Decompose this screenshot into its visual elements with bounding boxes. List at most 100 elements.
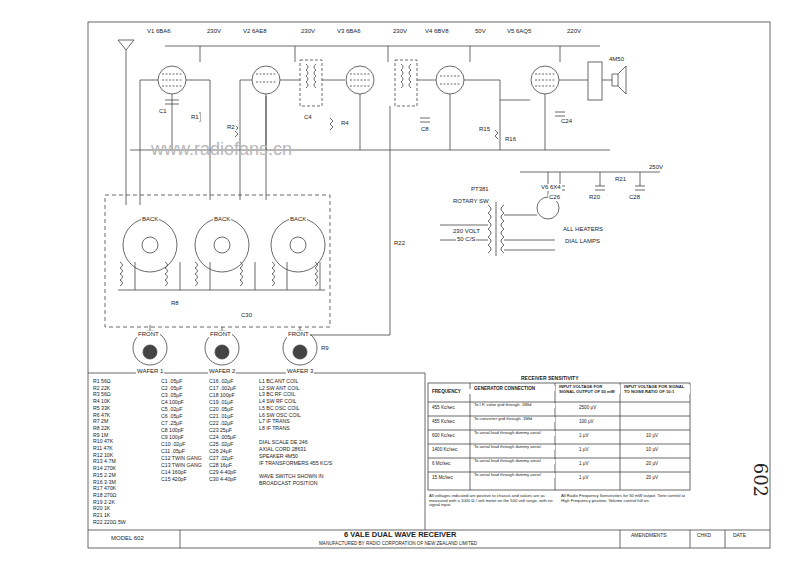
component-value: C21 .01μF [208,414,234,420]
table-header: FREQUENCY [431,389,471,394]
component-value: L5 BC OSC COIL [258,406,301,412]
component-value: C2 .05μF [160,386,183,392]
component-value: R10 47K [92,439,114,445]
part-label: PT381 [470,186,490,193]
part-label: WAFER 2 [208,368,236,375]
part-label: V3 6BA6 [336,28,362,35]
table-caption: RECEIVER SENSITIVITY [520,376,580,382]
component-value: C23 25μF [208,428,233,434]
part-label: FRONT [209,331,232,338]
part-label: R21 [614,176,627,183]
title-block-text: MANUFACTURED BY RADIO CORPORATION OF NEW… [318,541,478,546]
component-value: R21 1K [92,513,111,519]
table-header: INPUT VOLTAGE FOR SIGNAL OUTPUT OF 50 mW [558,385,620,394]
component-value: C8 100pF [160,428,185,434]
component-value: C20 .05μF [208,407,234,413]
part-label: R1 [190,114,200,121]
component-value: R8 22K [92,426,111,432]
table-cell: To I.F. valve grid through .1Mfd [473,403,555,408]
table-cell: 100 μV [578,419,595,424]
component-value: C3 .05μF [160,393,183,399]
table-cell: 1 μV [578,461,590,466]
part-label: 50V [474,28,487,35]
component-value: C7 .25μF [160,421,183,427]
title-block-text: MODEL 602 [110,535,145,542]
component-value: C19 .01μF [208,400,234,406]
table-note: All voltages indicated are positive to c… [428,494,555,508]
part-label: C4 [303,114,313,121]
part-label: V5 6AQ5 [506,28,532,35]
table-header: GENERATOR CONNECTION [473,386,555,391]
component-value: C4 100pF [160,400,185,406]
component-value: C6 .05μF [160,414,183,420]
component-value: C1 .05μF [160,379,183,385]
component-value: C5 .02μF [160,407,183,413]
table-cell: 15 Mc/sec [431,475,454,480]
table-cell: To converter grid through .1Mfd [473,417,555,422]
table-cell: 2500 μV [578,405,597,410]
component-value: R20 1K [92,506,111,512]
table-cell: 6 Mc/sec [431,461,451,466]
table-cell: To aerial lead through dummy aerial [473,431,555,436]
part-label: V1 6BA6 [146,28,172,35]
component-value: C16 .02μF [208,379,234,385]
component-value: R3 56Ω [92,392,112,398]
part-label: BACK [141,216,159,223]
part-label: V6 6X4 [540,184,562,191]
part-label: 230V [206,28,222,35]
table-cell: To aerial lead through dummy aerial [473,459,555,464]
note-text: WAVE SWITCH SHOWN IN [258,474,325,480]
component-value: R12 10K [92,453,114,459]
component-value: R17 470K [92,486,117,492]
title-block-text: DATE [732,533,747,539]
part-label: DIAL LAMPS [564,238,601,245]
component-value: L6 SW OSC COIL [258,413,302,419]
part-label: 230V [300,28,316,35]
title-block-text: AMENDMENTS [630,533,668,539]
component-value: C18 100pF [208,393,236,399]
table-cell: 455 Kc/sec [431,419,456,424]
component-value: C9 100pF [160,435,185,441]
part-label: BACK [213,216,231,223]
component-value: L4 SW RF COIL [258,399,297,405]
table-cell: 10 μV [645,447,659,452]
component-value: C11 .05μF [160,449,186,455]
table-header: INPUT VOLTAGE FOR SIGNAL TO NOISE RATIO … [623,385,690,394]
component-value: C24 .005μF [208,435,237,441]
part-label: 230V [392,28,408,35]
table-cell: 10 μV [645,433,659,438]
part-label: R16 [504,136,517,143]
component-value: R11 47K [92,446,114,452]
part-label: ALL HEATERS [562,226,604,233]
component-value: C22 .02μF [208,421,234,427]
component-value: R19 2·2K [92,500,116,506]
component-value: R18 270Ω [92,493,118,499]
table-cell: To aerial lead through dummy aerial [473,473,555,478]
component-value: C13 TWIN GANG [160,463,203,469]
note-text: SPEAKER 4M50 [258,454,299,460]
part-label: 250V [648,164,664,171]
component-value: R5 33K [92,406,111,412]
component-value: R22 220Ω 5W [92,520,127,526]
component-value: L2 SW ANT COIL [258,386,301,392]
component-value: C30 4-40pF [208,477,237,483]
component-value: R9 1M [92,433,109,439]
component-value: R2 22K [92,386,111,392]
component-value: C26 24μF [208,449,233,455]
note-text: BROADCAST POSITION [258,481,318,487]
table-cell: 1400 Kc/sec [431,447,458,452]
component-value: R16 3·3M [92,480,117,486]
component-value: R1 56Ω [92,379,112,385]
part-label: WAFER 1 [136,368,164,375]
part-label: FRONT [137,331,160,338]
table-cell: 1 μV [578,433,590,438]
part-label: R9 [320,345,330,352]
component-value: C28 16μF [208,463,233,469]
note-text: AXIAL CORD 28631 [258,447,307,453]
part-label: C24 [560,118,573,125]
part-label: C8 [420,126,430,133]
note-text: DIAL SCALE DE 246 [258,440,309,446]
component-value: L8 IF TRANS [258,426,291,432]
part-label: C1 [158,108,168,115]
